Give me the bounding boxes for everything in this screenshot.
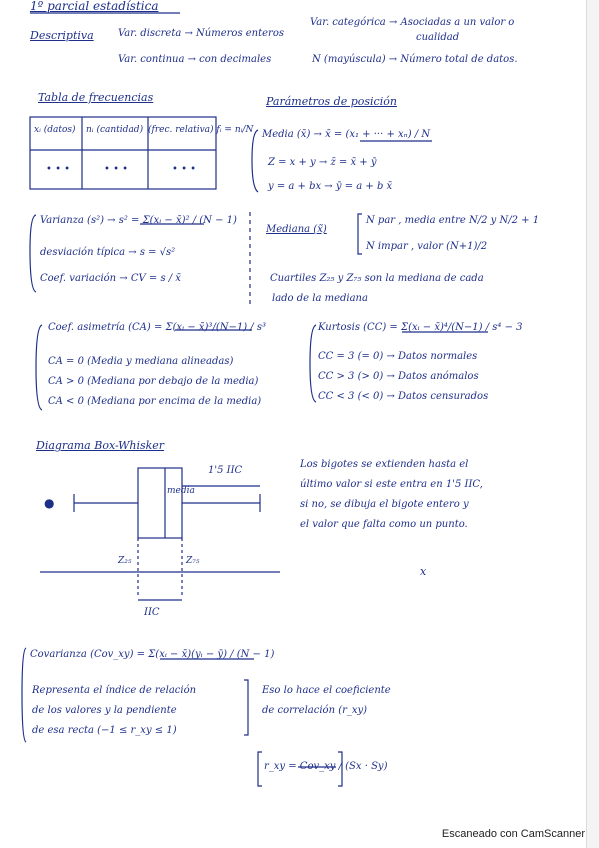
scanner-watermark: Escaneado con CamScanner bbox=[441, 828, 585, 840]
mediana-label: Mediana (x̃) bbox=[266, 224, 327, 235]
asimetria-row-2: CA > 0 (Mediana por debajo de la media) bbox=[48, 376, 259, 387]
parametros-title: Parámetros de posición bbox=[266, 95, 397, 108]
covarianza-title: Covarianza (Cov_xy) = Σ(xᵢ − x̄)(yᵢ − ȳ)… bbox=[30, 649, 275, 660]
boxplot-explanation-4: el valor que falta como un punto. bbox=[300, 519, 468, 530]
tabla-cell-3: • • • bbox=[172, 164, 197, 175]
page-edge bbox=[586, 0, 599, 848]
var-categorica-cont: cualidad bbox=[416, 32, 460, 43]
mediana-par: N par , media entre N/2 y N/2 + 1 bbox=[366, 215, 540, 226]
media-formula: Media (x̄) → x̄ = (x₁ + ··· + xₙ) / N bbox=[262, 129, 431, 140]
covarianza-desc-2: de los valores y la pendiente bbox=[32, 705, 177, 716]
varianza: Varianza (s²) → s² = Σ(xᵢ − x̄)² / (N − … bbox=[40, 215, 237, 226]
correlacion-formula: r_xy = Cov_xy / (Sx · Sy) bbox=[264, 761, 388, 772]
var-discreta: Var. discreta → Números enteros bbox=[118, 28, 284, 39]
outlier-dot: ● bbox=[44, 496, 55, 510]
tabla-header-x: xᵢ (datos) bbox=[34, 125, 76, 135]
n-mayuscula: N (mayúscula) → Número total de datos. bbox=[312, 54, 518, 65]
asimetria-row-3: CA < 0 (Mediana por encima de la media) bbox=[48, 396, 262, 407]
cuartiles: Cuartiles Z₂₅ y Z₇₅ son la mediana de ca… bbox=[270, 273, 484, 284]
kurtosis-row-2: CC > 3 (> 0) → Datos anómalos bbox=[318, 371, 479, 382]
media-label: media bbox=[167, 486, 195, 496]
descriptiva-label: Descriptiva bbox=[30, 29, 94, 42]
z75-label: Z₇₅ bbox=[186, 556, 200, 566]
mediana-impar: N impar , valor (N+1)/2 bbox=[366, 241, 488, 252]
boxplot-title: Diagrama Box-Whisker bbox=[36, 439, 165, 452]
coef-variacion: Coef. variación → CV = s / x̄ bbox=[40, 273, 181, 284]
asimetria-row-1: CA = 0 (Media y mediana alineadas) bbox=[48, 356, 234, 367]
tabla-cell-1: • • • bbox=[46, 164, 71, 175]
tabla-title: Tabla de frecuencias bbox=[38, 91, 154, 104]
correlacion-note-2: de correlación (r_xy) bbox=[262, 705, 368, 716]
iic-label: IIC bbox=[144, 607, 160, 618]
z25-label: Z₂₅ bbox=[118, 556, 132, 566]
cuartiles-cont: lado de la mediana bbox=[272, 293, 368, 304]
tabla-header-n: nᵢ (cantidad) bbox=[86, 125, 144, 135]
kurtosis-title: Kurtosis (CC) = Σ(xᵢ − x̄)⁴/(N−1) / s⁴ −… bbox=[318, 322, 523, 333]
tabla-cell-2: • • • bbox=[104, 164, 129, 175]
y-lin: y = a + bx → ȳ = a + b x̄ bbox=[268, 181, 393, 192]
kurtosis-row-3: CC < 3 (< 0) → Datos censurados bbox=[318, 391, 489, 402]
iic-15-label: 1'5 IIC bbox=[208, 465, 243, 476]
var-continua: Var. continua → con decimales bbox=[118, 54, 272, 65]
desviacion-tipica: desviación típica → s = √s² bbox=[40, 247, 176, 258]
x-mark: x bbox=[420, 565, 427, 578]
boxplot-explanation-3: si no, se dibuja el bigote entero y bbox=[300, 499, 469, 510]
var-categorica: Var. categórica → Asociadas a un valor o bbox=[310, 17, 515, 28]
asimetria-title: Coef. asimetría (CA) = Σ(xᵢ − x̄)³/(N−1)… bbox=[48, 322, 266, 333]
z-sum: Z = x + y → z̄ = x̄ + ȳ bbox=[268, 157, 377, 168]
page-title: 1º parcial estadística bbox=[30, 0, 159, 13]
boxplot-explanation-2: último valor si este entra en 1'5 IIC, bbox=[300, 479, 483, 490]
tabla-header-f: (frec. relativa) fᵢ = nᵢ/N bbox=[148, 125, 254, 135]
covarianza-desc-1: Representa el índice de relación bbox=[32, 685, 197, 696]
covarianza-desc-3: de esa recta (−1 ≤ r_xy ≤ 1) bbox=[32, 725, 177, 736]
boxplot-explanation-1: Los bigotes se extienden hasta el bbox=[300, 459, 469, 470]
kurtosis-row-1: CC = 3 (= 0) → Datos normales bbox=[318, 351, 478, 362]
correlacion-note-1: Eso lo hace el coeficiente bbox=[262, 685, 391, 696]
